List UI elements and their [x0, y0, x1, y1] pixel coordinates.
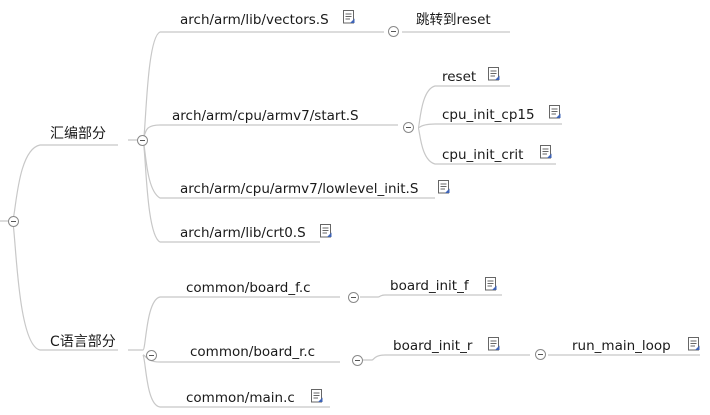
note-icon[interactable] [488, 67, 500, 81]
note-icon[interactable] [311, 389, 323, 403]
node-c[interactable]: C语言部分 [50, 334, 116, 350]
node-main-c[interactable]: common/main.c [186, 390, 295, 406]
collapse-toggle-root[interactable] [8, 216, 19, 227]
node-start[interactable]: arch/arm/cpu/armv7/start.S [172, 108, 359, 124]
node-cpu-init-cp15[interactable]: cpu_init_cp15 [442, 107, 535, 123]
node-crt0[interactable]: arch/arm/lib/crt0.S [180, 225, 306, 241]
note-icon[interactable] [320, 224, 332, 238]
note-icon[interactable] [540, 145, 552, 159]
collapse-toggle-start[interactable] [403, 122, 414, 133]
node-jump-reset[interactable]: 跳转到reset [416, 12, 491, 28]
node-board-f[interactable]: common/board_f.c [186, 280, 311, 296]
note-icon[interactable] [488, 337, 500, 351]
collapse-toggle-c[interactable] [146, 350, 157, 361]
collapse-toggle-board-f[interactable] [348, 292, 359, 303]
collapse-toggle-board-r[interactable] [352, 355, 363, 366]
node-cpu-init-crit[interactable]: cpu_init_crit [442, 147, 524, 163]
node-reset[interactable]: reset [442, 69, 477, 85]
node-lowlevel-init[interactable]: arch/arm/cpu/armv7/lowlevel_init.S [180, 181, 419, 197]
collapse-toggle-board-init-r[interactable] [535, 349, 546, 360]
note-icon[interactable] [549, 105, 561, 119]
collapse-toggle-asm[interactable] [137, 135, 148, 146]
node-run-main-loop[interactable]: run_main_loop [572, 338, 671, 354]
note-icon[interactable] [485, 277, 497, 291]
collapse-toggle-vectors[interactable] [388, 26, 399, 37]
note-icon[interactable] [438, 180, 450, 194]
node-board-r[interactable]: common/board_r.c [190, 344, 316, 360]
note-icon[interactable] [688, 337, 700, 351]
node-board-init-r[interactable]: board_init_r [393, 338, 473, 354]
note-icon[interactable] [343, 10, 355, 24]
node-asm[interactable]: 汇编部分 [50, 126, 106, 142]
node-board-init-f[interactable]: board_init_f [390, 278, 469, 294]
node-vectors[interactable]: arch/arm/lib/vectors.S [180, 12, 329, 28]
